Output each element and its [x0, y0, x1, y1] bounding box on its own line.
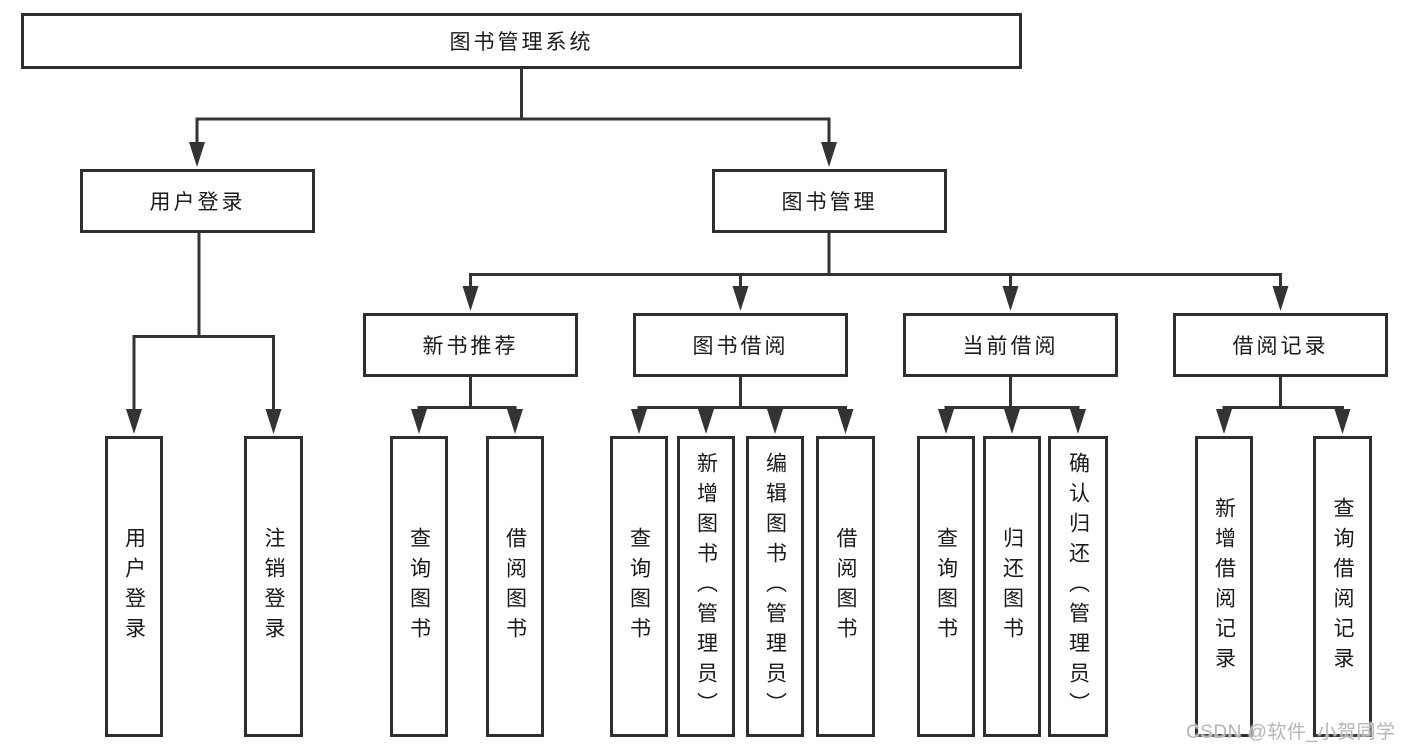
node-user-login-label: 用户登录: [149, 191, 246, 214]
connector-book-borrow-to-leaves: [637, 377, 847, 410]
leaf-query-books-2: 查询图书: [610, 436, 668, 737]
leaf-return-books: 归还图书: [983, 436, 1041, 737]
node-book-management: 图书管理: [712, 169, 947, 233]
leaf-user-login-label: 用户登录: [122, 526, 146, 647]
leaf-add-borrow-record: 新增借阅记录: [1195, 436, 1253, 737]
arrowheads-book-borrow-leaves: [631, 409, 854, 434]
node-new-book-recommend: 新书推荐: [363, 313, 578, 377]
arrowheads-level3: [462, 286, 1289, 311]
arrowheads-current-borrow-leaves: [938, 409, 1086, 434]
leaf-return-books-label: 归还图书: [1000, 526, 1024, 647]
connector-borrow-records-to-leaves: [1222, 377, 1344, 409]
leaf-user-login: 用户登录: [105, 436, 163, 737]
csdn-watermark: CSDN @软件_小贺同学: [1186, 722, 1396, 743]
leaf-add-book-admin: 新增图书（管理员）: [677, 436, 735, 737]
node-borrow-records: 借阅记录: [1173, 313, 1388, 377]
arrowheads-user-login-leaves: [126, 409, 282, 434]
connector-book-mgmt-to-level3: [469, 232, 1282, 287]
leaf-edit-book-admin: 编辑图书（管理员）: [746, 436, 804, 737]
leaf-borrow-books-1-label: 借阅图书: [503, 526, 527, 647]
node-book-management-label: 图书管理: [781, 191, 878, 214]
arrowheads-borrow-records-leaves: [1216, 409, 1351, 434]
leaf-query-books-1-label: 查询图书: [407, 526, 431, 647]
node-current-borrow: 当前借阅: [903, 313, 1118, 377]
connector-user-login-to-leaves: [132, 232, 275, 410]
leaf-logout: 注销登录: [244, 436, 303, 737]
leaf-query-books-3: 查询图书: [917, 436, 975, 737]
arrowheads-new-book-leaves: [411, 409, 523, 434]
arrowheads-level2: [189, 142, 837, 167]
node-book-borrow-label: 图书借阅: [692, 335, 789, 358]
connector-root-to-level2: [195, 68, 831, 144]
leaf-query-books-3-label: 查询图书: [934, 526, 958, 647]
leaf-confirm-return-admin: 确认归还（管理员）: [1048, 436, 1108, 737]
node-library-system-label: 图书管理系统: [449, 31, 594, 54]
leaf-logout-label: 注销登录: [262, 526, 285, 647]
node-book-borrow: 图书借阅: [633, 313, 848, 377]
leaf-query-borrow-record: 查询借阅记录: [1313, 436, 1372, 737]
node-new-book-recommend-label: 新书推荐: [422, 335, 519, 358]
node-borrow-records-label: 借阅记录: [1232, 335, 1329, 358]
leaf-edit-book-admin-label: 编辑图书（管理员）: [763, 451, 787, 722]
leaf-borrow-books-2-label: 借阅图书: [834, 526, 857, 647]
node-user-login: 用户登录: [80, 169, 315, 233]
leaf-add-borrow-record-label: 新增借阅记录: [1212, 496, 1236, 677]
leaf-confirm-return-admin-label: 确认归还（管理员）: [1066, 451, 1090, 722]
connector-new-book-to-leaves: [417, 377, 517, 409]
leaf-borrow-books-1: 借阅图书: [486, 436, 544, 737]
leaf-borrow-books-2: 借阅图书: [816, 436, 875, 737]
node-current-borrow-label: 当前借阅: [962, 335, 1059, 358]
leaf-query-books-1: 查询图书: [390, 436, 448, 737]
leaf-add-book-admin-label: 新增图书（管理员）: [694, 451, 718, 722]
node-library-system: 图书管理系统: [21, 13, 1022, 69]
leaf-query-books-2-label: 查询图书: [627, 526, 651, 647]
connector-current-borrow-to-leaves: [944, 377, 1080, 410]
leaf-query-borrow-record-label: 查询借阅记录: [1331, 496, 1354, 677]
